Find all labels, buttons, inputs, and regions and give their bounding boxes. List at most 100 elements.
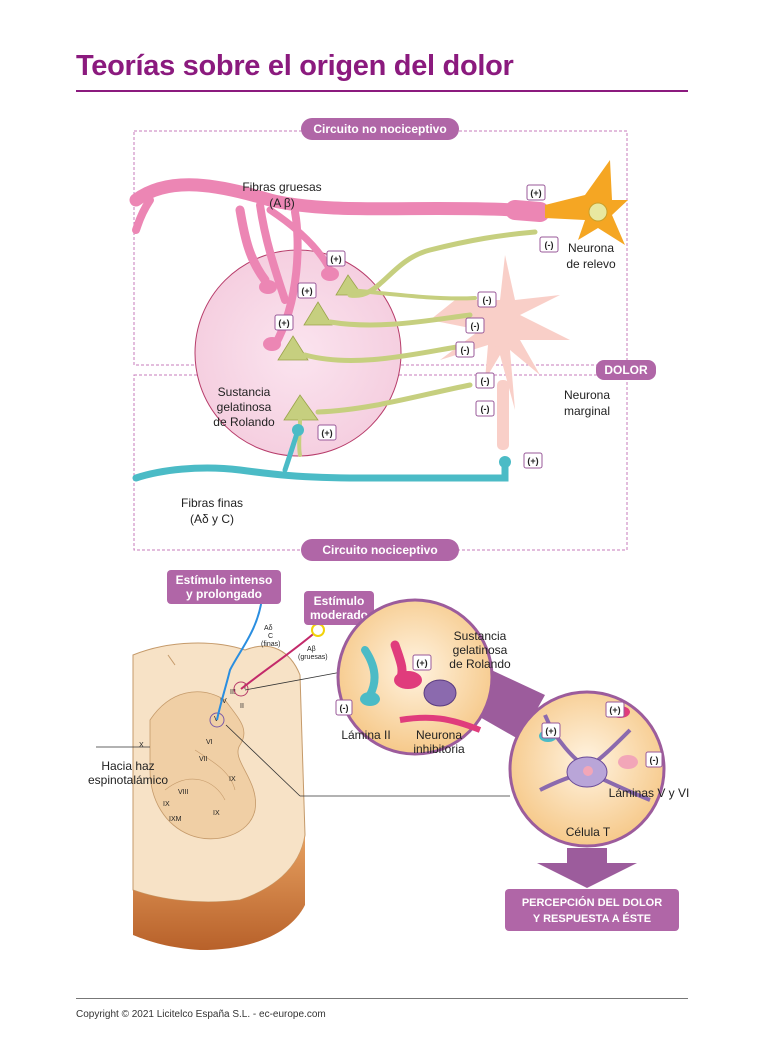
- laminae-v-vi-label: Láminas V y VI: [609, 786, 690, 800]
- page-title: Teorías sobre el origen del dolor: [76, 50, 514, 82]
- moderate-stimulus-label-2: moderado: [310, 608, 368, 622]
- thin-fiber-terminal-2: [292, 424, 304, 436]
- thick-fiber-terminals: [259, 267, 339, 351]
- zoom-gelatinosa-label-3: de Rolando: [449, 657, 511, 671]
- svg-text:(-): (-): [483, 295, 492, 305]
- zoom2-minus: (-): [650, 755, 659, 765]
- nociceptive-pill: [301, 539, 459, 561]
- zoom-circle-gelatinosa: (+) (-): [335, 598, 494, 756]
- bottom-panel: I II III IV V VI VII VIII IX IX IX X IXM…: [88, 570, 689, 950]
- svg-text:(-): (-): [481, 404, 490, 414]
- svg-text:(+): (+): [527, 456, 538, 466]
- fiber-thick-label-2: (gruesas): [298, 654, 328, 661]
- perception-label-1: PERCEPCIÓN DEL DOLOR: [522, 896, 662, 909]
- nociceptive-label: Circuito nociceptivo: [322, 543, 437, 557]
- lamina-ii-label: Lámina II: [341, 728, 390, 742]
- svg-text:(+): (+): [301, 286, 312, 296]
- moderate-stimulus-point: [311, 623, 325, 637]
- marginal-neuron: [430, 255, 570, 450]
- fiber-thin-label-2: C: [268, 633, 273, 640]
- lamina-ix-b: IX: [163, 801, 170, 808]
- dorsal-horn-marker-1: [233, 681, 249, 697]
- moderate-stimulus-label-1: Estímulo: [314, 594, 365, 608]
- perception-box: [505, 889, 679, 931]
- dorsal-horn-marker-2: [209, 712, 225, 728]
- svg-text:(-): (-): [461, 345, 470, 355]
- thin-fibers-label-2: (Aδ y C): [190, 512, 234, 526]
- fiber-thin-label-1: Aδ: [264, 625, 273, 632]
- thick-fibers-label-2: (A β): [269, 196, 295, 210]
- inhibitory-label-1: Neurona: [416, 728, 462, 742]
- intense-stimulus-label-2: y prolongado: [186, 587, 262, 601]
- badge-minus: (-): [465, 317, 485, 334]
- thin-fiber-path: [216, 597, 263, 721]
- zoom-gelatinosa-label-2: gelatinosa: [453, 643, 508, 657]
- svg-text:(+): (+): [321, 428, 332, 438]
- zoom2-plus-2: (+): [609, 705, 620, 715]
- perception-label-2: Y RESPUESTA A ÉSTE: [533, 912, 651, 925]
- moderate-stimulus-box: [304, 591, 374, 625]
- footer-copyright: Copyright © 2021 Licitelco España S.L. -…: [76, 1009, 326, 1020]
- relay-neuron: [545, 160, 628, 245]
- lamina-viii: VIII: [178, 789, 189, 796]
- top-panel: Circuito no nociceptivo Circuito nocicep…: [129, 118, 656, 561]
- lamina-ix-c: IX: [213, 810, 220, 817]
- badge-minus: (-): [477, 291, 497, 308]
- zoom-gelatinosa-label-1: Sustancia: [454, 629, 507, 643]
- thin-fibers-label-1: Fibras finas: [181, 496, 243, 510]
- inhibitory-label-2: inhibitoria: [413, 742, 465, 756]
- zoom-circle-laminae: (+) (+) (-): [508, 690, 666, 848]
- svg-text:(+): (+): [330, 254, 341, 264]
- t-cell-label: Célula T: [566, 825, 611, 839]
- laminae-labels: I II III IV V VI VII VIII IX IX IX X IXM: [139, 684, 246, 823]
- svg-text:(+): (+): [278, 318, 289, 328]
- badge-plus: (+): [297, 282, 317, 299]
- marginal-neuron-label-2: marginal: [564, 404, 610, 418]
- towards-label-1: Hacia haz: [101, 759, 154, 773]
- badge-minus: (-): [539, 236, 559, 253]
- gelatinosa-label-2: gelatinosa: [217, 400, 272, 414]
- lamina-vi: VI: [206, 739, 213, 746]
- down-arrow: [537, 848, 637, 888]
- lamina-i: I: [244, 684, 246, 691]
- green-interneurons: [277, 274, 363, 421]
- non-nociceptive-label: Circuito no nociceptivo: [313, 122, 446, 136]
- gelatinosa-label-1: Sustancia: [218, 385, 271, 399]
- badge-minus: (-): [455, 341, 475, 358]
- dolor-pill: [596, 360, 656, 380]
- lamina-iii: III: [230, 689, 236, 696]
- towards-label-2: espinotalámico: [88, 773, 168, 787]
- svg-text:(-): (-): [481, 376, 490, 386]
- badge-minus: (-): [475, 372, 495, 389]
- zoom2-plus-1: (+): [545, 726, 556, 736]
- title-divider: [76, 90, 688, 92]
- connector-line: [244, 670, 348, 691]
- badge-plus: (+): [326, 250, 346, 267]
- lamina-ix-a: IX: [229, 776, 236, 783]
- connector-line: [225, 724, 301, 797]
- thick-fiber-path: [240, 629, 319, 690]
- marginal-neuron-label-1: Neurona: [564, 388, 610, 402]
- fiber-thick-label-1: Aβ: [307, 646, 316, 653]
- zoom1-minus: (-): [340, 703, 349, 713]
- lamina-ii: II: [240, 703, 244, 710]
- svg-text:(-): (-): [471, 321, 480, 331]
- thin-fiber-terminal: [499, 456, 511, 468]
- badge-plus: (+): [526, 184, 546, 201]
- badge-plus: (+): [274, 314, 294, 331]
- dolor-label: DOLOR: [604, 363, 648, 377]
- zoom1-plus: (+): [416, 658, 427, 668]
- badge-plus: (+): [317, 424, 337, 441]
- thick-fibers-label-1: Fibras gruesas: [242, 180, 321, 194]
- sign-badges: (+) (-) (+) (+) (+) (-) (-) (-) (-) (-) …: [274, 184, 559, 469]
- svg-text:(-): (-): [545, 240, 554, 250]
- badge-plus: (+): [523, 452, 543, 469]
- relay-neuron-label-2: de relevo: [566, 257, 616, 271]
- lamina-vii: VII: [199, 756, 208, 763]
- badge-minus: (-): [475, 400, 495, 417]
- footer-divider: [76, 998, 688, 999]
- intense-stimulus-label-1: Estímulo intenso: [176, 573, 273, 587]
- fiber-thin-label-3: (finas): [261, 641, 280, 648]
- green-axons: [297, 229, 538, 457]
